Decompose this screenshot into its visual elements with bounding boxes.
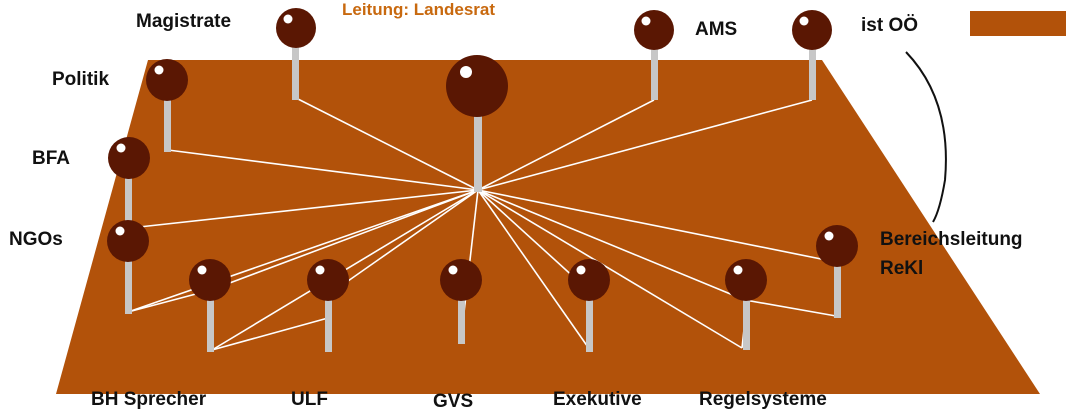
label-ulf: ULF: [291, 389, 328, 410]
line-bh-sprecher-b: [210, 189, 479, 291]
stem-ist-ooe: [809, 40, 816, 100]
line-bereichsleitung: [477, 189, 837, 263]
pin-ngos: [107, 220, 149, 262]
link-bl-regel: [744, 299, 837, 317]
label-regelsysteme: Regelsysteme: [699, 389, 827, 410]
pin-bereichsleitung: [816, 225, 858, 267]
stem-ngos: [125, 252, 132, 314]
line-politik: [167, 149, 479, 191]
stem-magistrate: [292, 40, 299, 100]
stem-ams: [651, 40, 658, 100]
line-ist-ooe: [477, 99, 813, 191]
stem-hub: [474, 100, 482, 192]
connection-lines: [127, 97, 837, 351]
stem-exekutive: [586, 292, 593, 352]
line-ams: [477, 99, 655, 191]
line-ulf: [327, 189, 479, 296]
label-politik: Politik: [52, 69, 110, 90]
legend-swatch: [970, 11, 1066, 36]
line-regelsysteme-b: [477, 189, 743, 349]
stem-ulf: [325, 292, 332, 352]
pin-bfa: [108, 137, 150, 179]
pin-ulf: [307, 259, 349, 301]
line-magistrate: [295, 97, 479, 191]
stem-bfa: [125, 170, 132, 230]
label-rekl: ReKl: [880, 258, 924, 279]
bracket-curve: [905, 51, 947, 223]
label-magistrate: Magistrate: [136, 11, 232, 32]
stem-bereichsleitung: [834, 258, 841, 318]
label-exekutive: Exekutive: [553, 389, 642, 410]
label-ist-ooe: ist OÖ: [861, 15, 919, 36]
label-ams: AMS: [695, 19, 738, 40]
stem-bh-sprecher: [207, 292, 214, 352]
line-regelsysteme-a: [477, 189, 746, 301]
pin-ams: [634, 10, 674, 50]
pin-gvs: [440, 259, 482, 301]
stem-regelsysteme: [743, 292, 750, 350]
title-label: Leitung: Landesrat: [342, 0, 496, 19]
pin-stems: [125, 40, 841, 352]
line-ngos: [129, 189, 479, 229]
line-exekutive-b: [477, 189, 591, 351]
label-bfa: BFA: [32, 148, 70, 169]
label-bereichsleitung: Bereichsleitung: [880, 229, 1023, 250]
stem-politik: [164, 90, 171, 152]
pin-heads: [107, 8, 858, 301]
pin-ist-ooe: [792, 10, 832, 50]
label-gvs: GVS: [433, 391, 474, 412]
pin-politik: [146, 59, 188, 101]
pin-hub: [446, 55, 508, 117]
board: [56, 60, 1040, 394]
label-bh-sprecher: BH Sprecher: [91, 389, 207, 410]
label-ngos: NGOs: [9, 229, 63, 250]
pin-exekutive: [568, 259, 610, 301]
link-bh-ulf: [211, 317, 329, 351]
line-bh-sprecher-a: [127, 189, 479, 313]
stem-gvs: [458, 292, 465, 344]
pin-regelsysteme: [725, 259, 767, 301]
pin-bh-sprecher: [189, 259, 231, 301]
pin-magistrate: [276, 8, 316, 48]
